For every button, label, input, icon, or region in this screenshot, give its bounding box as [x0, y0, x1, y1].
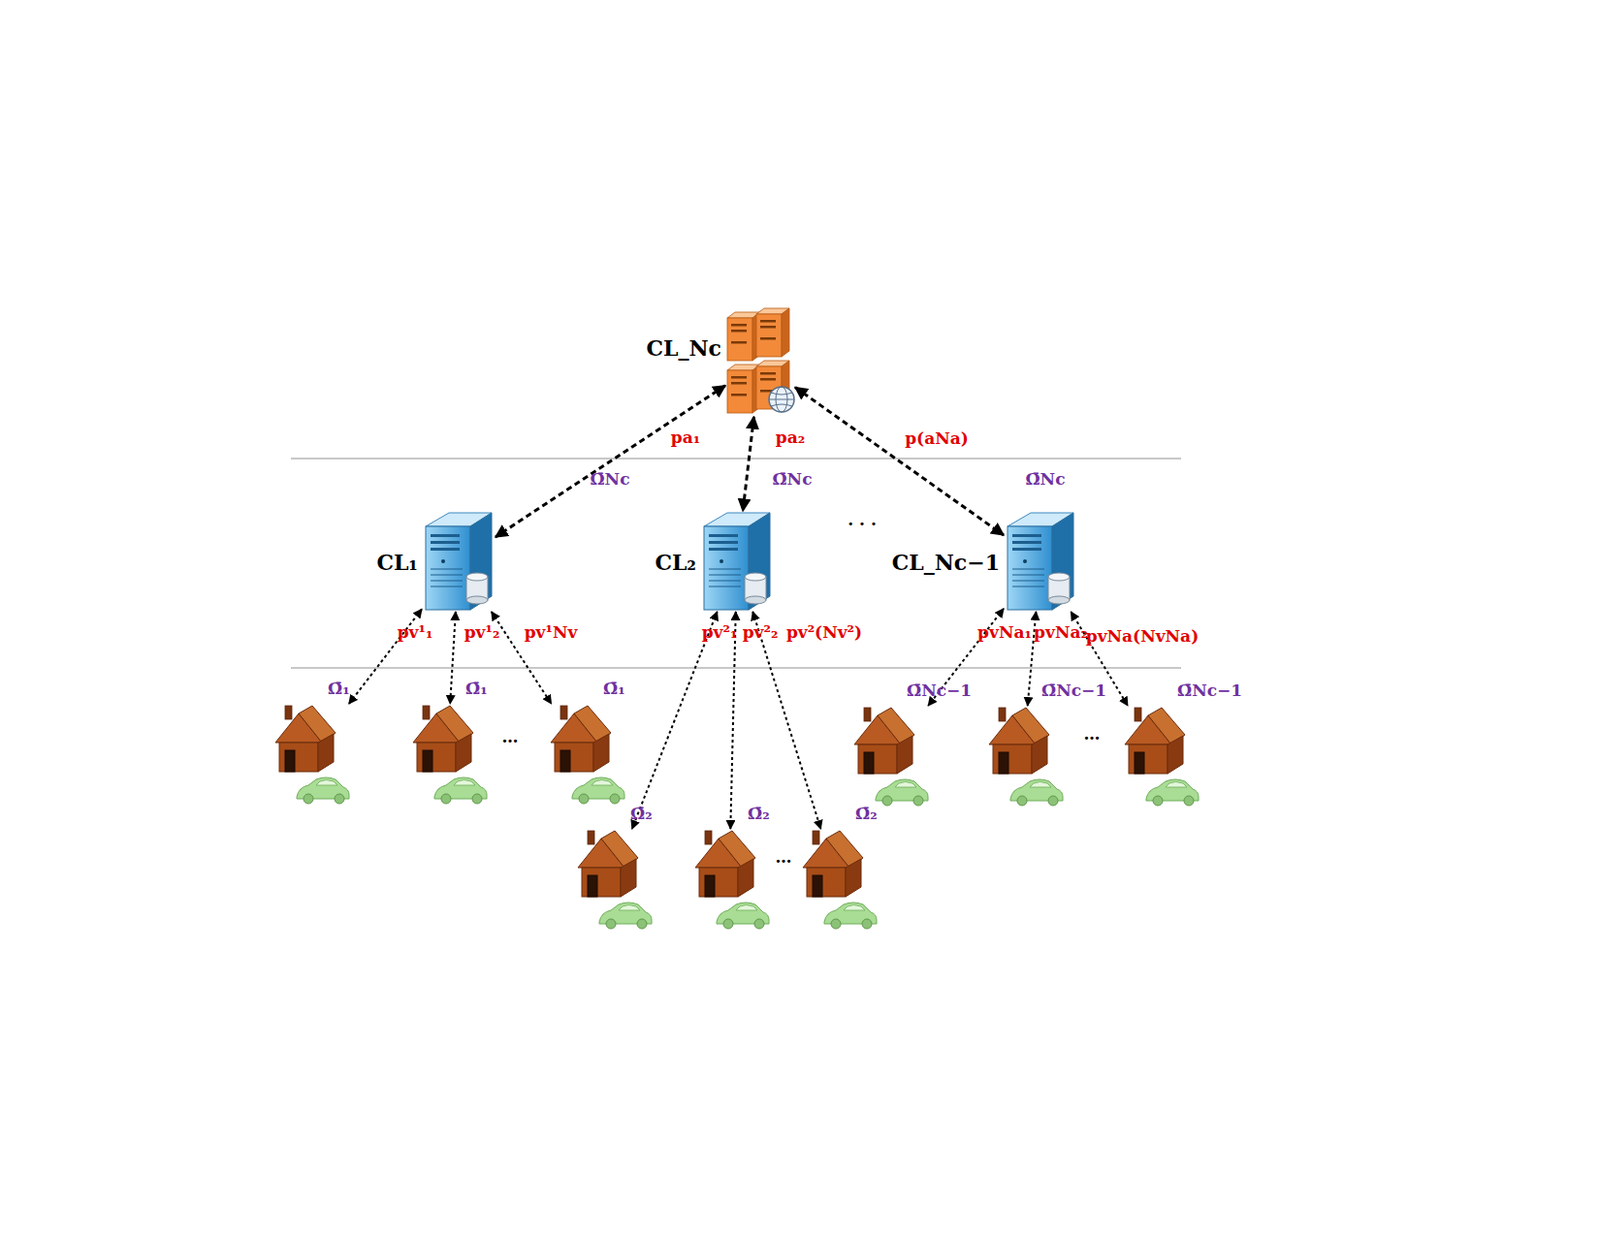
link-arrow [742, 416, 754, 512]
house-node: Ω̄Nc−1 [846, 705, 930, 809]
ellipsis: … [1084, 724, 1101, 744]
power-label: pvNa₂ [1033, 622, 1088, 642]
link-arrow [495, 385, 726, 538]
server-icon [725, 308, 796, 417]
tier-divider [290, 667, 1182, 670]
house-icon [981, 705, 1065, 809]
house-icon [687, 829, 771, 932]
power-label: pv¹Nv [524, 622, 578, 642]
power-label: pv²₁ [702, 622, 738, 642]
house-node: Ω̄₂ [795, 829, 879, 932]
power-label: pv¹₁ [397, 622, 434, 642]
link-arrow [632, 611, 718, 830]
server-node: CL₁ [421, 511, 496, 612]
server-node: CL_Nc−1 [1003, 511, 1078, 612]
server-name: CL_Nc [646, 335, 722, 361]
ellipsis: … [775, 847, 793, 867]
power-label: pvNa₁ [977, 622, 1032, 642]
server-icon [421, 511, 496, 612]
omega-label: Ω̄₂ [630, 803, 653, 824]
omega-label: Ω̄Nc [771, 469, 812, 489]
server-icon [700, 511, 774, 612]
omega-label: Ω̄Nc [589, 469, 630, 489]
server-node: CL₂ [700, 511, 774, 612]
server-name: CL_Nc−1 [892, 549, 1000, 576]
omega-label: Ω̄Nc [1024, 469, 1065, 489]
ellipsis: … [502, 727, 519, 747]
server-name: CL₁ [376, 549, 418, 576]
server-node: CL_Nc [725, 308, 796, 417]
house-icon [405, 704, 489, 807]
omega-label: Ω̄₂ [855, 803, 878, 824]
house-icon [795, 829, 879, 932]
house-node: Ω̄Nc−1 [1117, 705, 1201, 809]
house-icon [570, 829, 654, 932]
server-name: CL₂ [654, 549, 697, 576]
omega-label: Ω̄₁ [465, 678, 488, 699]
house-node: Ω̄₁ [405, 704, 489, 807]
house-icon [267, 704, 352, 807]
house-node: Ω̄₂ [687, 829, 771, 932]
link-arrow [752, 611, 821, 830]
link-arrow [795, 387, 1004, 537]
omega-label: Ω̄Nc−1 [1041, 680, 1107, 701]
power-label: pa₂ [775, 427, 805, 448]
power-label: p(aNa) [904, 428, 969, 448]
ellipsis: · · · [847, 513, 877, 534]
omega-label: Ω̄₂ [747, 803, 770, 824]
house-icon [1117, 705, 1201, 809]
power-label: pv²₂ [742, 622, 779, 642]
omega-label: Ω̄₁ [603, 678, 626, 699]
power-label: pv¹₂ [464, 622, 501, 642]
house-icon [543, 704, 627, 807]
power-label: pv²(Nv²) [786, 622, 863, 642]
house-node: Ω̄Nc−1 [981, 705, 1065, 809]
omega-label: Ω̄Nc−1 [906, 680, 972, 701]
tier-divider [290, 457, 1182, 460]
house-node: Ω̄₂ [570, 829, 654, 932]
omega-label: Ω̄₁ [327, 678, 351, 699]
power-label: pa₁ [671, 427, 701, 448]
power-label: pvNa(NvNa) [1086, 626, 1199, 646]
house-node: Ω̄₁ [543, 704, 627, 807]
link-arrow [449, 611, 456, 704]
server-icon [1003, 511, 1078, 612]
house-node: Ω̄₁ [267, 704, 352, 807]
omega-label: Ω̄Nc−1 [1177, 680, 1243, 701]
house-icon [846, 705, 930, 809]
link-arrow [730, 611, 736, 830]
